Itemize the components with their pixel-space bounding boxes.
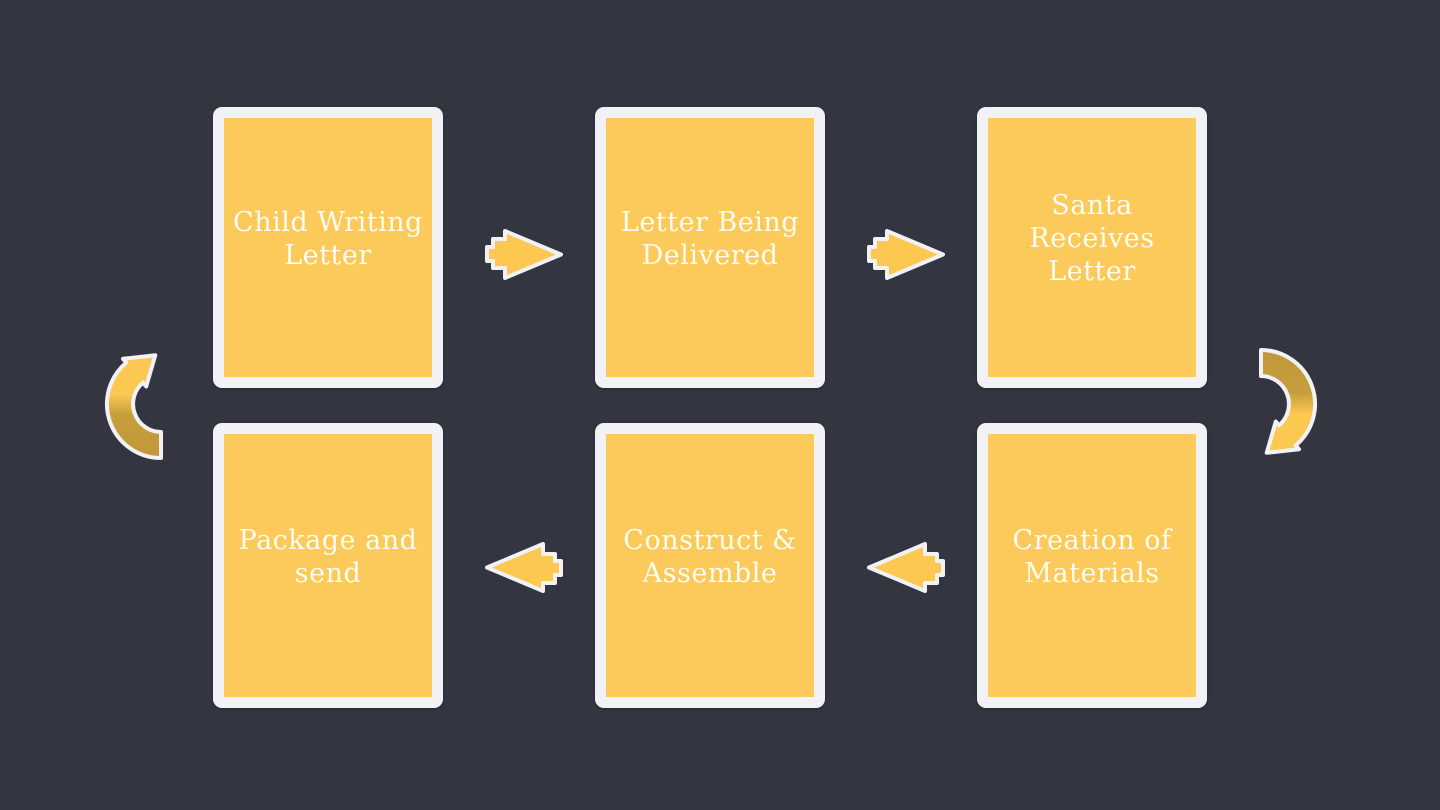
right-arrow-icon xyxy=(485,229,563,280)
left-arrow-icon xyxy=(485,542,563,593)
flow-box-label: Creation of Materials xyxy=(1012,524,1172,589)
left-arrow-icon xyxy=(867,542,945,593)
flow-box-fill: Package and send xyxy=(224,434,432,697)
flow-box-fill: Santa Receives Letter xyxy=(988,118,1196,377)
right-arrow-icon xyxy=(867,229,945,280)
flow-box-label: Child Writing Letter xyxy=(233,206,423,271)
flow-box-construct-assemble: Construct & Assemble xyxy=(595,423,825,708)
flow-box-label: Package and send xyxy=(238,524,418,589)
flow-box-package-and-send: Package and send xyxy=(213,423,443,708)
curved-down-arrow-icon xyxy=(1259,348,1318,455)
flow-box-child-writing-letter: Child Writing Letter xyxy=(213,107,443,388)
flow-box-fill: Creation of Materials xyxy=(988,434,1196,697)
flow-box-creation-of-materials: Creation of Materials xyxy=(977,423,1207,708)
flow-box-label: Letter Being Delivered xyxy=(620,206,800,271)
flow-box-letter-being-delivered: Letter Being Delivered xyxy=(595,107,825,388)
flow-box-label: Santa Receives Letter xyxy=(1029,190,1155,287)
flow-box-label: Construct & Assemble xyxy=(623,524,797,589)
flow-box-fill: Construct & Assemble xyxy=(606,434,814,697)
flow-box-fill: Child Writing Letter xyxy=(224,118,432,377)
flow-box-santa-receives-letter: Santa Receives Letter xyxy=(977,107,1207,388)
flow-box-fill: Letter Being Delivered xyxy=(606,118,814,377)
curved-up-arrow-icon xyxy=(104,353,163,460)
